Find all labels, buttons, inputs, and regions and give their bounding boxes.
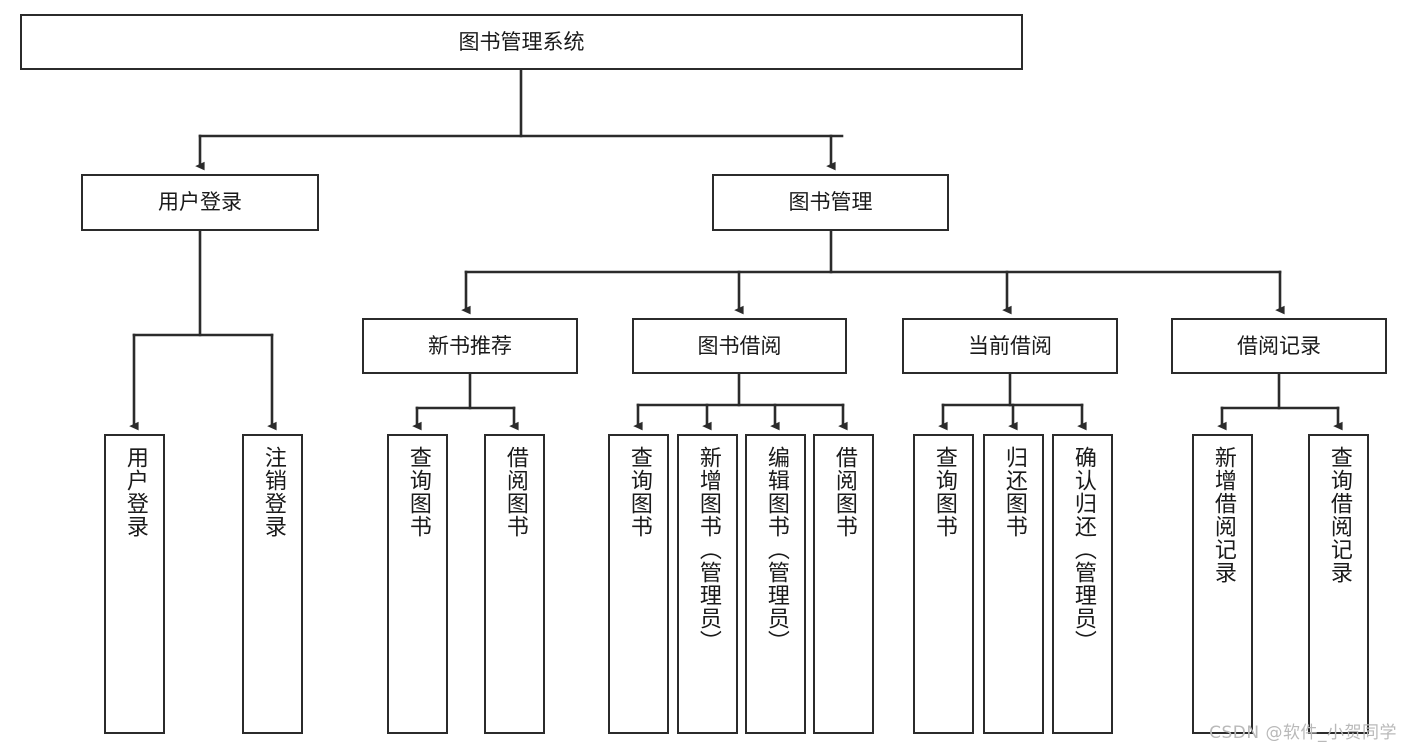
node-leaf-label: 新增图书（管理员）	[695, 446, 721, 653]
node-leaf-query-book-cur[interactable]: 查询图书	[913, 434, 974, 734]
node-leaf-query-record[interactable]: 查询借阅记录	[1308, 434, 1369, 734]
node-leaf-add-record[interactable]: 新增借阅记录	[1192, 434, 1253, 734]
node-borrow-record[interactable]: 借阅记录	[1171, 318, 1387, 374]
node-borrow-record-label: 借阅记录	[1237, 333, 1321, 358]
node-leaf-label: 查询图书	[405, 446, 431, 538]
node-leaf-user-login[interactable]: 用户登录	[104, 434, 165, 734]
node-leaf-label: 查询图书	[626, 446, 652, 538]
node-root-label: 图书管理系统	[458, 29, 585, 54]
node-leaf-add-book[interactable]: 新增图书（管理员）	[677, 434, 738, 734]
node-leaf-label: 查询图书	[931, 446, 957, 538]
node-current-borrow-label: 当前借阅	[968, 333, 1052, 358]
node-leaf-query-book-borrow[interactable]: 查询图书	[608, 434, 669, 734]
node-leaf-edit-book[interactable]: 编辑图书（管理员）	[745, 434, 806, 734]
node-user-login[interactable]: 用户登录	[81, 174, 319, 231]
node-book-borrow-label: 图书借阅	[697, 333, 782, 358]
node-leaf-label: 注销登录	[260, 446, 286, 538]
node-leaf-borrow-book[interactable]: 借阅图书	[813, 434, 874, 734]
node-leaf-label: 归还图书	[1001, 446, 1027, 538]
node-leaf-confirm-return[interactable]: 确认归还（管理员）	[1052, 434, 1113, 734]
node-user-login-label: 用户登录	[158, 190, 242, 215]
watermark: CSDN @软件_小贺同学	[1209, 723, 1397, 743]
node-leaf-label: 借阅图书	[502, 446, 528, 538]
node-leaf-query-book-rec[interactable]: 查询图书	[387, 434, 448, 734]
node-new-book-rec-label: 新书推荐	[428, 333, 512, 358]
node-book-borrow[interactable]: 图书借阅	[632, 318, 847, 374]
node-leaf-label: 确认归还（管理员）	[1070, 446, 1096, 653]
node-root[interactable]: 图书管理系统	[20, 14, 1023, 70]
node-leaf-label: 查询借阅记录	[1326, 446, 1352, 584]
node-book-manage[interactable]: 图书管理	[712, 174, 949, 231]
node-leaf-label: 编辑图书（管理员）	[763, 446, 789, 653]
node-leaf-label: 用户登录	[122, 446, 148, 538]
node-current-borrow[interactable]: 当前借阅	[902, 318, 1118, 374]
node-leaf-return-book[interactable]: 归还图书	[983, 434, 1044, 734]
node-leaf-borrow-book-rec[interactable]: 借阅图书	[484, 434, 545, 734]
node-leaf-label: 新增借阅记录	[1210, 446, 1236, 584]
node-leaf-logout[interactable]: 注销登录	[242, 434, 303, 734]
node-book-manage-label: 图书管理	[788, 190, 873, 215]
node-leaf-label: 借阅图书	[831, 446, 857, 538]
node-new-book-rec[interactable]: 新书推荐	[362, 318, 578, 374]
